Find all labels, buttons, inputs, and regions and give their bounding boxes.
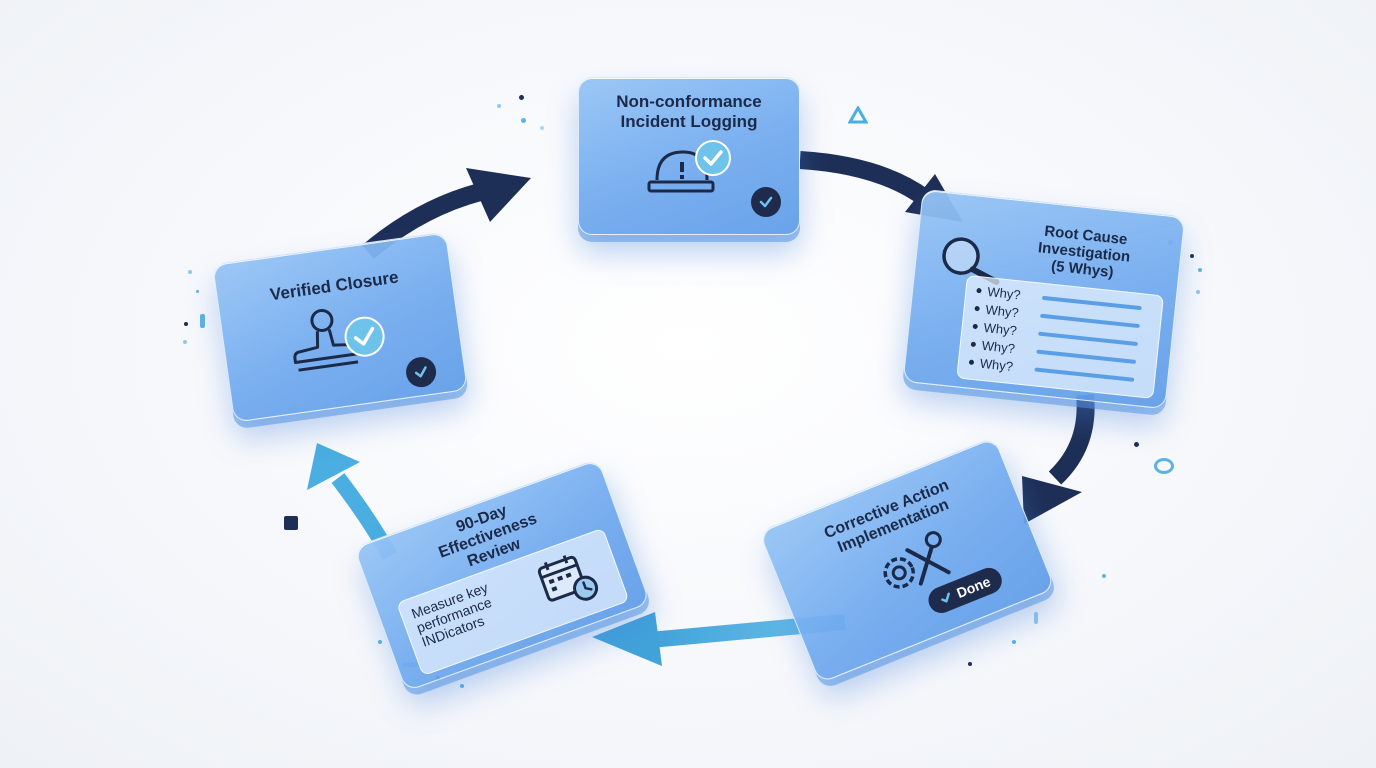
calendar-clock-icon bbox=[537, 555, 599, 602]
check-icon bbox=[695, 140, 731, 176]
why-item: Why? bbox=[976, 283, 1021, 302]
check-icon bbox=[344, 316, 385, 357]
done-badge: Done bbox=[924, 563, 1006, 617]
why-answer-line bbox=[1041, 295, 1142, 311]
why-item: Why? bbox=[970, 337, 1016, 356]
arrow-root-cause-to-corrective bbox=[1022, 394, 1095, 524]
check-icon bbox=[759, 196, 773, 208]
step-card-root-cause[interactable]: Root Cause Investigation (5 Whys) Why? W… bbox=[902, 188, 1186, 410]
why-item: Why? bbox=[972, 319, 1018, 338]
gear-wrench-icon bbox=[883, 531, 951, 589]
why-answer-line bbox=[1040, 313, 1140, 329]
check-icon bbox=[941, 592, 950, 603]
completed-check-badge bbox=[751, 187, 781, 217]
why-answer-line bbox=[1038, 331, 1139, 347]
step-card-effectiveness-review[interactable]: 90-Day Effectiveness Review Measure key … bbox=[353, 458, 651, 692]
step-card-incident-logging[interactable]: Non-conformance Incident Logging bbox=[578, 77, 800, 235]
completed-check-badge bbox=[404, 355, 439, 390]
triangle-icon bbox=[848, 106, 868, 124]
review-detail-panel: Measure key performance INDicators bbox=[396, 527, 630, 677]
step-card-corrective-action[interactable]: Corrective Action Implementation Done bbox=[758, 436, 1056, 684]
why-answer-line bbox=[1034, 367, 1135, 382]
step-title: Non-conformance Incident Logging bbox=[616, 92, 762, 131]
why-item: Why? bbox=[974, 301, 1019, 320]
why-answer-line bbox=[1036, 349, 1137, 364]
step-title: Root Cause Investigation (5 Whys) bbox=[1037, 222, 1131, 282]
why-item: Why? bbox=[968, 355, 1014, 374]
step-card-verified-closure[interactable]: Verified Closure bbox=[212, 231, 468, 423]
check-icon bbox=[414, 366, 427, 378]
five-whys-panel: Why? Why? Why? Why? Why? bbox=[956, 274, 1165, 399]
